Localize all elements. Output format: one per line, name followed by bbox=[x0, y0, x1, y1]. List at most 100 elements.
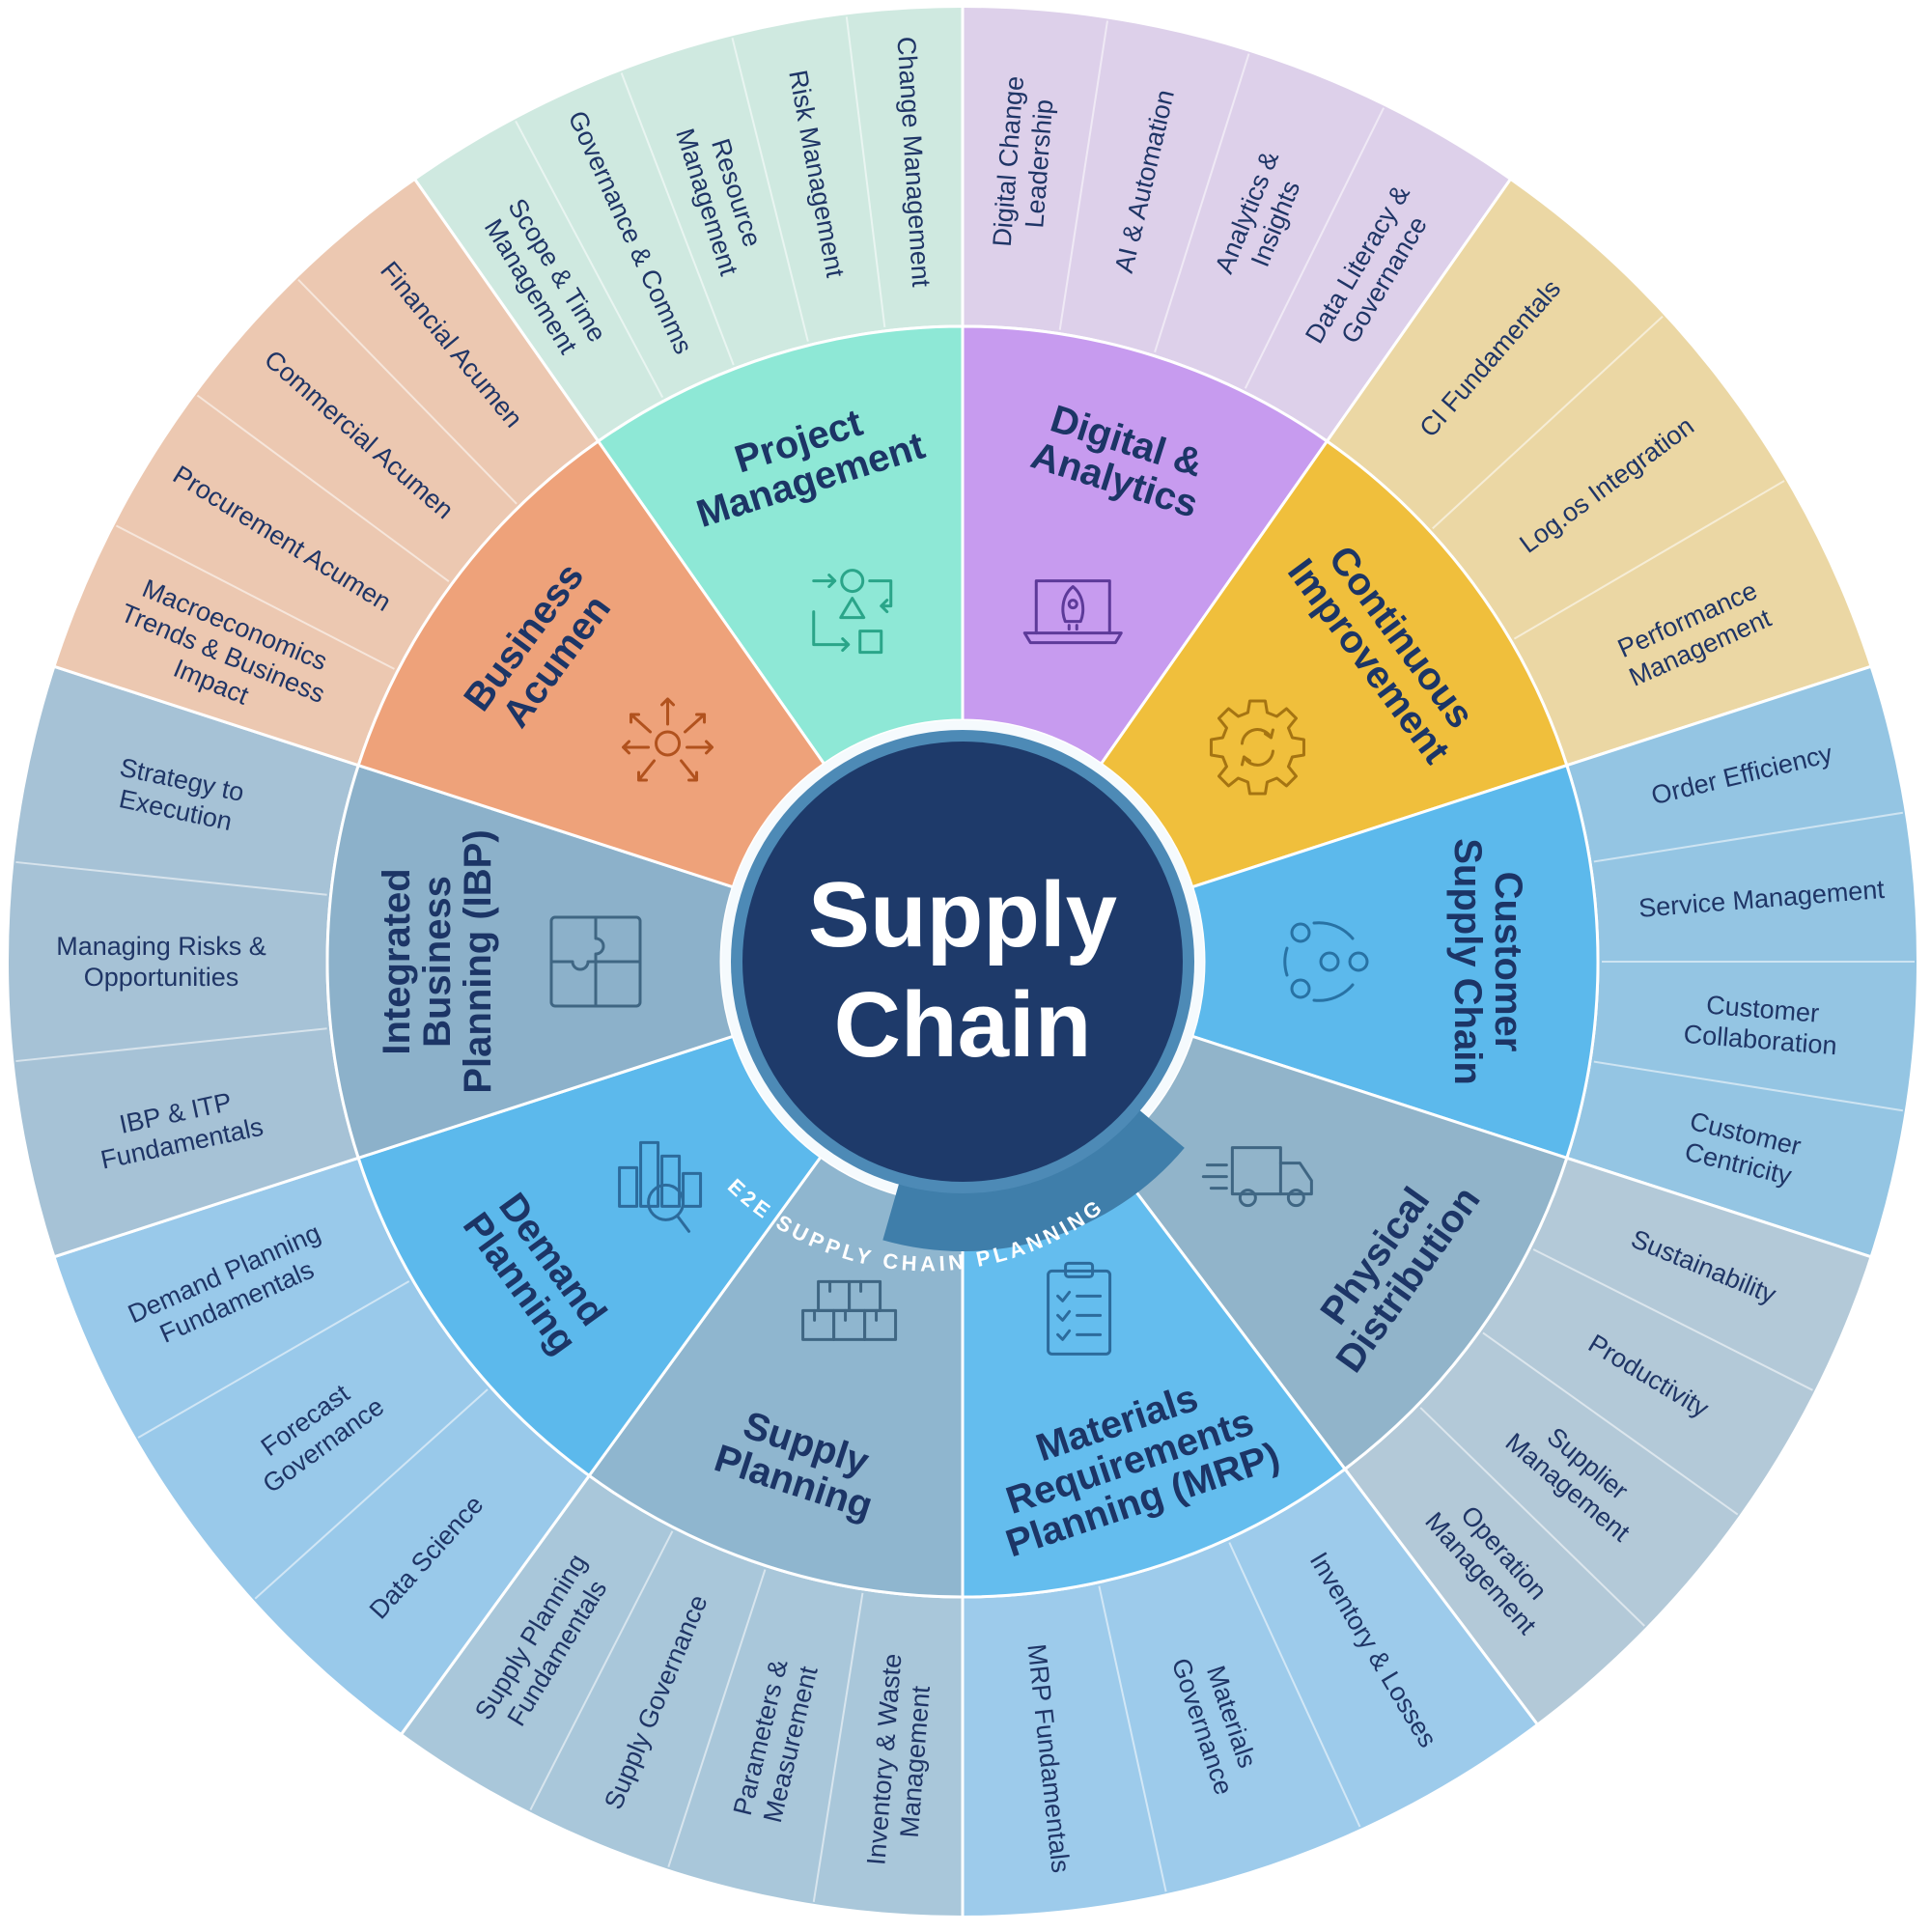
people-network-icon bbox=[1283, 921, 1369, 1002]
arrows-burst-stroke bbox=[637, 759, 657, 782]
item-divider bbox=[1058, 20, 1108, 330]
item-divider bbox=[529, 1530, 674, 1810]
gear-cycle-stroke bbox=[1240, 728, 1274, 767]
item-divider bbox=[15, 860, 327, 896]
people-network-stroke bbox=[1290, 978, 1311, 999]
item-divider bbox=[254, 1388, 489, 1600]
delivery-truck-stroke bbox=[1238, 1189, 1257, 1208]
arrows-burst-stroke bbox=[686, 740, 714, 755]
shapes-arrows-stroke bbox=[839, 597, 866, 620]
arrows-burst-stroke bbox=[622, 740, 651, 755]
item-divider bbox=[196, 394, 450, 583]
delivery-truck-icon bbox=[1201, 1146, 1313, 1208]
item-divider bbox=[115, 524, 395, 670]
chart-magnifier-stroke bbox=[676, 1214, 691, 1233]
item-divider bbox=[1432, 316, 1664, 530]
mid-sector-physical-distribution[interactable] bbox=[1105, 1034, 1569, 1471]
delivery-truck-stroke bbox=[1201, 1163, 1228, 1190]
item-divider bbox=[297, 279, 518, 505]
rocket-laptop-stroke bbox=[1022, 631, 1123, 645]
chart-magnifier-stroke bbox=[682, 1171, 703, 1208]
item-divider bbox=[812, 1592, 864, 1903]
gear-cycle-stroke bbox=[1209, 699, 1305, 796]
people-network-stroke bbox=[1290, 922, 1311, 943]
mid-sector-customer-supply-chain[interactable] bbox=[1189, 763, 1600, 1161]
mid-sector-business-acumen[interactable] bbox=[356, 438, 826, 889]
middle-ring bbox=[325, 324, 1600, 1599]
mid-sector-ibp[interactable] bbox=[325, 763, 736, 1161]
clipboard-checklist-stroke bbox=[1047, 1269, 1112, 1356]
people-network-stroke bbox=[1283, 921, 1355, 1002]
item-divider bbox=[1482, 1331, 1739, 1516]
icons bbox=[549, 569, 1369, 1356]
item-divider bbox=[515, 120, 664, 398]
arrows-burst-stroke bbox=[660, 697, 676, 726]
item-divider bbox=[15, 1027, 327, 1063]
sub-item-ibp[interactable]: Managing Risks &Opportunities bbox=[56, 932, 266, 992]
item-divider bbox=[1532, 1248, 1813, 1391]
hub-title-line1: Supply bbox=[808, 863, 1117, 966]
boxes-stroke bbox=[848, 1279, 882, 1312]
hub-circle[interactable] bbox=[742, 742, 1183, 1182]
arrows-burst-stroke bbox=[684, 713, 707, 734]
arrows-burst-stroke bbox=[680, 759, 699, 782]
outer-sector-ibp bbox=[5, 664, 361, 1259]
segment-title-supply-planning: SupplyPlanning bbox=[710, 1398, 890, 1527]
item-divider bbox=[137, 1280, 410, 1439]
rocket-laptop-stroke bbox=[1061, 585, 1085, 624]
clipboard-checklist-stroke bbox=[1056, 1329, 1103, 1341]
puzzle-stroke bbox=[549, 915, 642, 1008]
clipboard-checklist-stroke bbox=[1056, 1309, 1103, 1322]
item-divider bbox=[1593, 1060, 1904, 1112]
item-divider bbox=[1419, 1407, 1645, 1627]
people-network-stroke bbox=[1348, 951, 1369, 972]
rocket-laptop-stroke bbox=[1067, 624, 1078, 631]
outer-border bbox=[5, 4, 1920, 1919]
arrows-burst-icon bbox=[622, 697, 714, 782]
clipboard-checklist-icon bbox=[1047, 1261, 1112, 1356]
boxes-stroke bbox=[813, 1279, 879, 1322]
delivery-truck-stroke bbox=[1286, 1189, 1305, 1208]
segment-title-text: IntegratedBusinessPlanning (IBP) bbox=[376, 829, 499, 1093]
mid-sector-digital-analytics[interactable] bbox=[961, 324, 1329, 767]
shapes-arrows-stroke bbox=[868, 579, 893, 614]
segment-title-customer-supply-chain: CustomerSupply Chain bbox=[1446, 838, 1529, 1085]
mid-sector-continuous-improvement[interactable] bbox=[1099, 438, 1569, 889]
item-divider bbox=[1154, 53, 1250, 352]
chart-magnifier-stroke bbox=[618, 1165, 639, 1208]
outer-ring bbox=[5, 4, 1920, 1919]
clipboard-checklist-stroke bbox=[1056, 1290, 1103, 1302]
shapes-arrows-icon bbox=[812, 569, 893, 655]
people-network-stroke bbox=[1319, 951, 1340, 972]
chart-magnifier-stroke bbox=[660, 1154, 682, 1208]
rocket-laptop-stroke bbox=[1034, 579, 1111, 635]
arrows-burst-stroke bbox=[655, 730, 682, 757]
item-divider bbox=[731, 38, 809, 342]
mid-sector-project-management[interactable] bbox=[596, 324, 965, 767]
item-divider bbox=[620, 72, 735, 366]
item-divider bbox=[1513, 480, 1785, 640]
gear-cycle-icon bbox=[1209, 699, 1305, 796]
sub-item-label: Managing Risks &Opportunities bbox=[56, 932, 266, 992]
segment-title-ibp: IntegratedBusinessPlanning (IBP) bbox=[376, 829, 499, 1093]
shapes-arrows-stroke bbox=[858, 630, 883, 655]
boxes-icon bbox=[801, 1279, 898, 1341]
item-divider bbox=[845, 16, 886, 328]
item-divider bbox=[1244, 107, 1385, 389]
hub: Supply Chain E2E SUPPLY CHAIN PLANNING bbox=[721, 720, 1204, 1275]
hub-title-line2: Chain bbox=[834, 973, 1092, 1077]
puzzle-icon bbox=[549, 915, 642, 1008]
arrows-burst-stroke bbox=[630, 713, 653, 734]
item-divider bbox=[1098, 1585, 1167, 1892]
chart-magnifier-icon bbox=[618, 1140, 703, 1233]
item-divider bbox=[667, 1569, 767, 1868]
shapes-arrows-stroke bbox=[812, 610, 851, 653]
clipboard-checklist-stroke bbox=[1064, 1261, 1095, 1278]
chart-magnifier-stroke bbox=[647, 1183, 686, 1221]
shapes-arrows-stroke bbox=[840, 569, 865, 594]
mid-sector-demand-planning[interactable] bbox=[356, 1034, 824, 1478]
rocket-laptop-icon bbox=[1022, 579, 1123, 645]
segment-title-text: SupplyPlanning bbox=[710, 1398, 890, 1527]
